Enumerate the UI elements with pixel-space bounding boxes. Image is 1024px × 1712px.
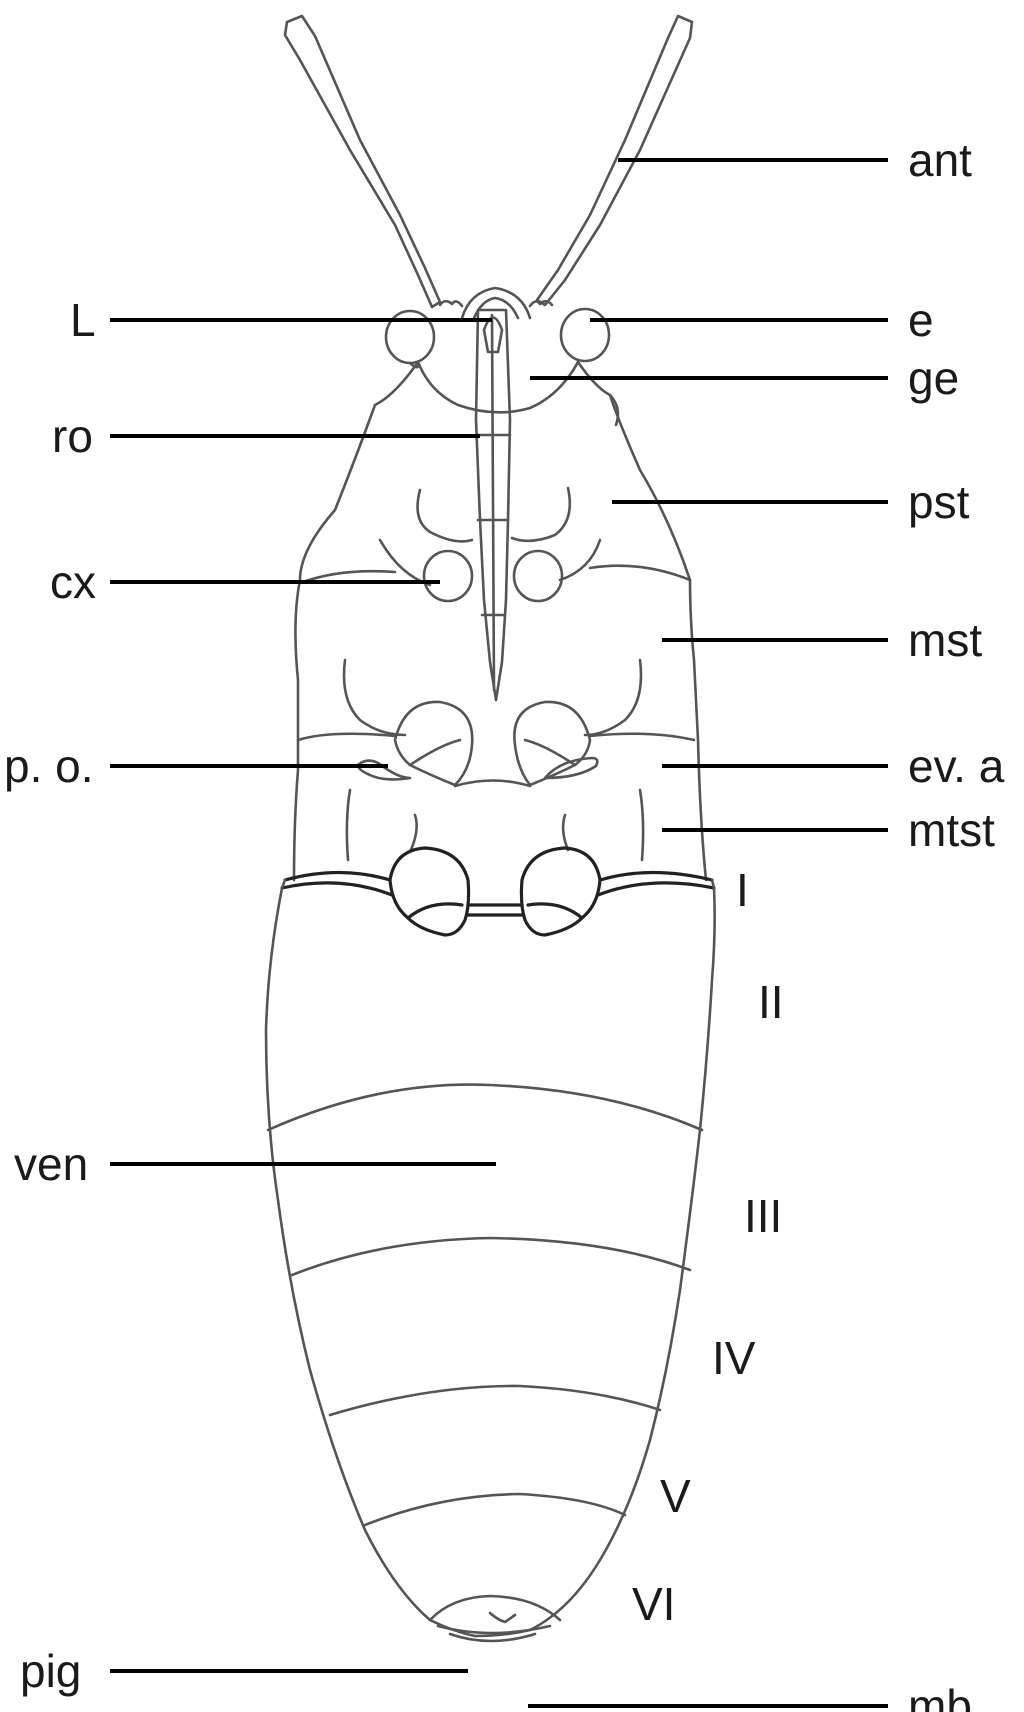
label-segment-I: I: [736, 864, 749, 916]
evaporatory-area-right: [543, 756, 599, 780]
peritreme-opening-left: [356, 759, 412, 781]
labels: ant L e ge ro pst cx mst p. o. ev. a mts…: [4, 134, 1005, 1712]
rostrum: [474, 308, 512, 702]
thorax-abdomen-junction: [283, 870, 714, 882]
label-eva: ev. a: [908, 740, 1005, 792]
label-cx: cx: [50, 556, 96, 608]
label-segment-IV: IV: [712, 1332, 756, 1384]
head-tip-inner: [472, 296, 520, 320]
antenna-left: [283, 14, 442, 309]
thorax-outline: [292, 360, 708, 882]
label-segment-VI: VI: [632, 1578, 675, 1630]
label-po: p. o.: [4, 740, 94, 792]
label-segment-II: II: [758, 976, 784, 1028]
abdomen-outline: [264, 886, 716, 1638]
suture-2-3: [266, 1083, 704, 1132]
coxa-hind-right: [519, 846, 602, 937]
metasternum: [280, 788, 716, 937]
label-e: e: [908, 294, 934, 346]
membrane: [448, 1632, 537, 1643]
label-ant: ant: [908, 134, 972, 186]
gena-outline: [416, 360, 580, 414]
label-ge: ge: [908, 352, 959, 404]
head-tip: [460, 286, 532, 320]
coxa-mid-left: [393, 700, 474, 787]
label-segment-III: III: [744, 1190, 782, 1242]
suture-4-5: [328, 1384, 662, 1417]
rostrum-outline: [474, 308, 512, 702]
antennae: [283, 14, 694, 309]
label-mtst: mtst: [908, 804, 995, 856]
label-pig: pig: [20, 1645, 81, 1697]
label-pst: pst: [908, 476, 970, 528]
label-mst: mst: [908, 614, 982, 666]
label-ven: ven: [14, 1138, 88, 1190]
label-ro: ro: [52, 410, 93, 462]
coxa-fore-left: [422, 549, 474, 603]
labrum: [482, 316, 504, 354]
scent-openings: [356, 756, 599, 781]
pygophore: [428, 1594, 562, 1622]
antenna-right: [535, 14, 694, 307]
coxa-hind-left: [388, 846, 471, 937]
fore-coxae: [378, 486, 602, 603]
abdomen: [264, 886, 716, 1643]
coxa-mid-right: [513, 700, 592, 787]
suture-3-4: [290, 1236, 692, 1277]
label-segment-V: V: [660, 1470, 691, 1522]
label-mb: mb: [908, 1680, 972, 1712]
eye-right: [559, 307, 611, 363]
label-L: L: [70, 294, 96, 346]
coxa-fore-right: [512, 549, 564, 603]
leader-lines: [110, 158, 888, 1708]
suture-5-6: [363, 1492, 627, 1527]
